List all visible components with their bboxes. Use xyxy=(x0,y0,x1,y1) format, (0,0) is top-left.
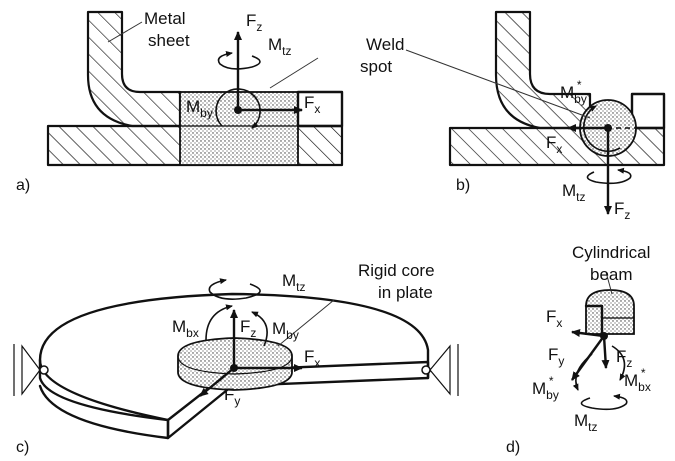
panel-a-mby-label: Mby xyxy=(186,97,213,120)
panel-a-weld-leader xyxy=(269,57,319,89)
panel-a-sheet-label: sheet xyxy=(148,31,190,50)
panel-d-tag: d) xyxy=(506,439,520,456)
panel-d-mby-moment xyxy=(572,353,593,391)
panel-d-beam-leader xyxy=(605,271,613,295)
panel-c-fz-label: Fz xyxy=(240,317,256,340)
panel-d-mbx-moment xyxy=(611,345,626,381)
panel-c-inplate-label: in plate xyxy=(378,283,433,302)
panel-d-mtz-label: Mtz xyxy=(574,411,598,434)
panel-c-mby-moment xyxy=(251,311,268,347)
panel-c-mby-label: Mby xyxy=(272,319,299,342)
panel-c-fx-label: Fx xyxy=(304,347,320,370)
panel-b-tag: b) xyxy=(456,177,470,194)
panel-b-mtz-label: Mtz xyxy=(562,181,586,204)
panel-c-left-support xyxy=(21,344,41,396)
panel-a-metal-sheet xyxy=(86,10,182,128)
panel-d-fx-arrow xyxy=(571,329,605,338)
panel-b-fx-label: Fx xyxy=(546,133,562,156)
panel-a-metal-leader xyxy=(107,21,143,43)
panel-d-beam-label: beam xyxy=(590,265,633,284)
panel-b-sheet-continuation xyxy=(630,92,666,130)
panel-d-cyl-label: Cylindrical xyxy=(572,243,650,262)
panel-b-mby-label: Mby* xyxy=(560,78,587,106)
panel-b-mby-moment xyxy=(583,105,621,152)
panel-d-cylindrical-beam xyxy=(585,289,635,335)
panel-d: Cylindrical beam Fx Fy Fz Mby* Mbx* Mtz … xyxy=(506,243,651,456)
panel-a-weld-label: Weld xyxy=(366,35,404,54)
panel-a-spot-label: spot xyxy=(360,57,392,76)
panel-a-mtz-label: Mtz xyxy=(268,35,292,58)
panel-d-fx-label: Fx xyxy=(546,307,562,330)
panel-a-metal-label: Metal xyxy=(144,9,186,28)
panel-c-rigid-label: Rigid core xyxy=(358,261,435,280)
panel-a-fx-label: Fx xyxy=(304,93,320,116)
panel-a-mby-moment xyxy=(215,88,261,129)
panel-a-tag: a) xyxy=(16,177,30,194)
panel-c-mbx-moment xyxy=(205,304,233,341)
panel-b-metal-sheet xyxy=(494,10,592,130)
panel-d-fz-label: Fz xyxy=(616,347,632,370)
panel-c-mtz-label: Mtz xyxy=(282,271,306,294)
panel-c-plate-top xyxy=(38,292,430,422)
panel-d-fy-label: Fy xyxy=(548,345,564,368)
panel-c: Rigid core in plate Mtz Mbx Fz Mby Fx Fy… xyxy=(13,261,459,456)
panel-d-mbx-label: Mbx* xyxy=(624,366,651,394)
panel-c-right-support xyxy=(429,344,451,396)
panel-b-mtz-moment xyxy=(586,167,632,185)
panel-c-fy-arrow xyxy=(199,367,235,397)
panel-a: Metal sheet Weld spot Fz Mtz Mby Fx a) xyxy=(16,9,404,194)
panel-c-tag: c) xyxy=(16,439,29,456)
panel-d-mby-label: Mby* xyxy=(532,374,559,402)
panel-d-mtz-moment xyxy=(580,393,628,411)
panel-b-fz-label: Fz xyxy=(614,199,630,222)
panel-b-weld-leader xyxy=(405,49,591,119)
panel-c-rigid-leader xyxy=(277,299,335,347)
panel-d-fz-arrow xyxy=(601,335,610,369)
panel-c-mbx-label: Mbx xyxy=(172,317,199,340)
panel-c-plate-rim xyxy=(38,358,170,440)
panel-a-mtz-moment xyxy=(217,51,261,70)
panel-a-fz-label: Fz xyxy=(246,11,262,34)
panel-c-fy-label: Fy xyxy=(224,385,240,408)
panel-c-mtz-moment xyxy=(208,278,261,300)
panel-b: Mby* Fx Mtz Fz b) xyxy=(405,10,666,222)
